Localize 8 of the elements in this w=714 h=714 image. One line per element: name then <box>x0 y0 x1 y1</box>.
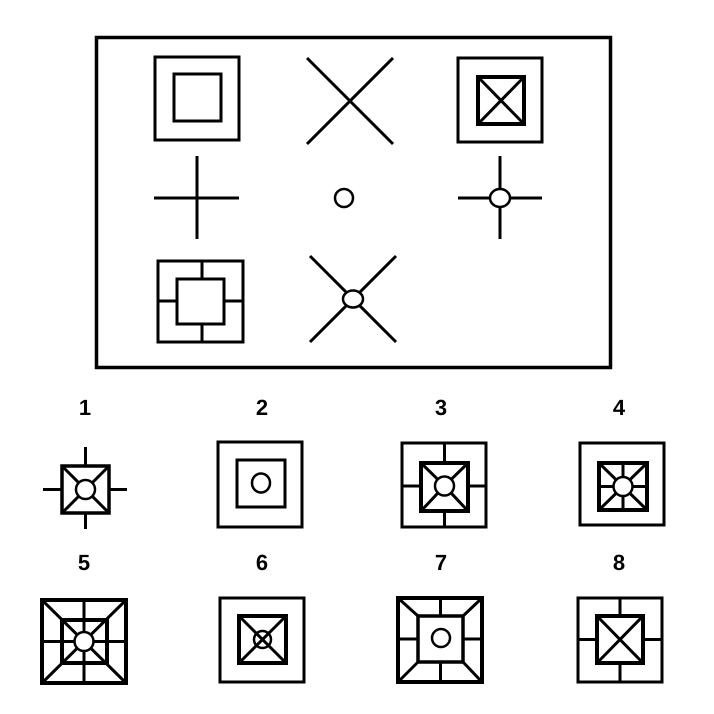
option-number: 6 <box>256 552 268 574</box>
option-number: 2 <box>256 397 268 419</box>
option-number: 8 <box>612 552 626 574</box>
option-number: 4 <box>612 397 626 419</box>
option-number: 3 <box>434 397 448 419</box>
option-number: 1 <box>78 397 92 419</box>
option-number: 7 <box>434 552 448 574</box>
option-number: 5 <box>78 552 90 574</box>
